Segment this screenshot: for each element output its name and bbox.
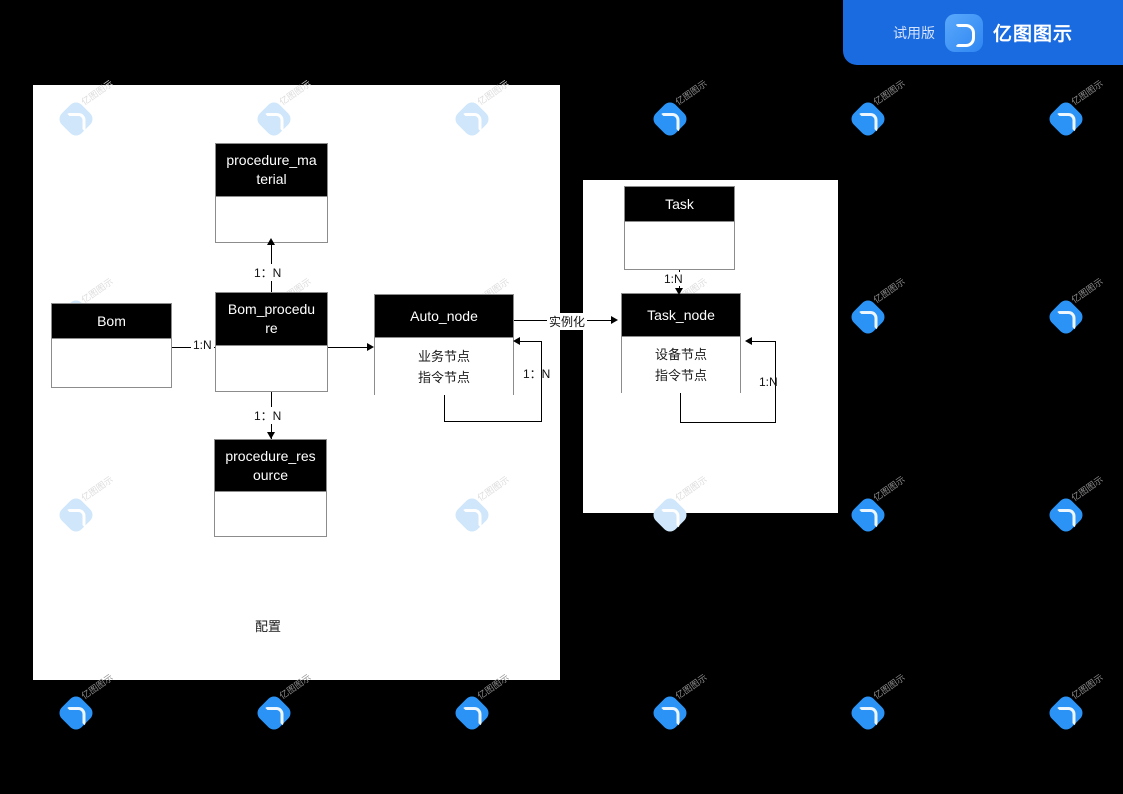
edraw-watermark-icon bbox=[1046, 297, 1086, 337]
entity-header: Auto_node bbox=[375, 295, 513, 337]
edge-bomprocedure-autonode bbox=[328, 347, 369, 348]
watermark-text: 亿图图示 bbox=[673, 78, 709, 108]
edge-label-1n-autonode-loop: 1：N bbox=[523, 367, 551, 381]
entity-body-line2: 指令节点 bbox=[654, 368, 707, 383]
watermark-text: 亿图图示 bbox=[673, 672, 709, 702]
watermark-text: 亿图图示 bbox=[1069, 474, 1105, 504]
trial-badge[interactable]: 试用版 亿图图示 bbox=[843, 0, 1123, 65]
entity-bom[interactable]: Bom bbox=[51, 303, 172, 388]
edraw-watermark-icon bbox=[56, 693, 96, 733]
edraw-watermark-icon bbox=[650, 99, 690, 139]
edraw-watermark-icon bbox=[1046, 99, 1086, 139]
tasknode-loop-top bbox=[752, 341, 776, 342]
entity-task-node[interactable]: Task_node 设备节点 指令节点 bbox=[621, 293, 741, 393]
arrowhead-right bbox=[367, 343, 374, 351]
edraw-watermark-icon bbox=[848, 99, 888, 139]
edge-label-1n-material: 1：N bbox=[252, 264, 284, 281]
edge-label-instantiate: 实例化 bbox=[547, 313, 588, 330]
entity-title: Task bbox=[665, 195, 694, 212]
watermark-text: 亿图图示 bbox=[1069, 78, 1105, 108]
entity-body bbox=[625, 221, 734, 269]
entity-header: Bom bbox=[52, 304, 171, 338]
arrowhead-down bbox=[267, 432, 275, 439]
entity-body: 业务节点 指令节点 bbox=[375, 337, 513, 395]
arrowhead-down bbox=[675, 288, 683, 295]
entity-auto-node[interactable]: Auto_node 业务节点 指令节点 bbox=[374, 294, 514, 395]
entity-body bbox=[215, 491, 326, 536]
autonode-loop-right-stem bbox=[541, 341, 542, 422]
edraw-watermark-icon bbox=[452, 693, 492, 733]
autonode-loop-top bbox=[520, 341, 542, 342]
entity-procedure-material[interactable]: procedure_ma terial bbox=[215, 143, 328, 243]
tasknode-loop-right-stem bbox=[775, 341, 776, 423]
watermark-text: 亿图图示 bbox=[871, 474, 907, 504]
entity-title-line1: Bom_procedu bbox=[227, 301, 316, 317]
entity-body-line1: 业务节点 bbox=[417, 348, 470, 364]
entity-body-line2: 指令节点 bbox=[417, 369, 470, 385]
entity-header: Task bbox=[625, 187, 734, 221]
trial-label: 试用版 bbox=[892, 24, 935, 41]
entity-body bbox=[216, 196, 327, 242]
entity-title-line2: terial bbox=[256, 171, 287, 187]
watermark-text: 亿图图示 bbox=[871, 78, 907, 108]
tasknode-loop-left-stem bbox=[680, 393, 681, 423]
entity-bom-procedure[interactable]: Bom_procedu re bbox=[215, 292, 328, 392]
entity-body bbox=[52, 338, 171, 387]
entity-body-line1: 设备节点 bbox=[654, 347, 707, 362]
entity-title-line1: procedure_ma bbox=[226, 152, 317, 168]
watermark-text: 亿图图示 bbox=[871, 672, 907, 702]
edraw-watermark-icon bbox=[254, 693, 294, 733]
watermark-text: 亿图图示 bbox=[1069, 276, 1105, 306]
autonode-loop-left-stem bbox=[444, 395, 445, 422]
entity-title-line2: re bbox=[265, 320, 278, 336]
edge-label-1n-bom: 1:N bbox=[191, 338, 214, 352]
watermark-text: 亿图图示 bbox=[871, 276, 907, 306]
watermark-text: 亿图图示 bbox=[1069, 672, 1105, 702]
edraw-watermark-icon bbox=[848, 495, 888, 535]
entity-header: procedure_ma terial bbox=[216, 144, 327, 196]
configuration-label: 配置 bbox=[255, 619, 282, 634]
entity-title-line2: ource bbox=[252, 466, 289, 483]
arrowhead-up bbox=[267, 238, 275, 245]
edraw-watermark-icon bbox=[1046, 495, 1086, 535]
edraw-watermark-icon bbox=[848, 693, 888, 733]
edge-label-1n-resource: 1：N bbox=[252, 407, 284, 424]
edraw-logo-icon bbox=[944, 13, 983, 52]
entity-task[interactable]: Task bbox=[624, 186, 735, 270]
tasknode-loop-bottom bbox=[680, 422, 776, 423]
edraw-watermark-icon bbox=[1046, 693, 1086, 733]
brand-label: 亿图图示 bbox=[992, 24, 1073, 45]
arrowhead-right bbox=[611, 316, 618, 324]
edge-label-1n-task: 1:N bbox=[662, 272, 685, 286]
entity-body bbox=[216, 345, 327, 391]
entity-title-line1: procedure_res bbox=[225, 447, 316, 464]
entity-title: Bom bbox=[97, 312, 126, 329]
arrowhead-left bbox=[745, 337, 752, 345]
entity-title: Auto_node bbox=[410, 307, 478, 324]
entity-header: Task_node bbox=[622, 294, 740, 336]
entity-title: Task_node bbox=[647, 306, 715, 323]
entity-header: Bom_procedu re bbox=[216, 293, 327, 345]
autonode-loop-bottom bbox=[444, 421, 542, 422]
entity-procedure-resource[interactable]: procedure_res ource bbox=[214, 439, 327, 537]
edraw-watermark-icon bbox=[848, 297, 888, 337]
edraw-watermark-icon bbox=[650, 693, 690, 733]
entity-header: procedure_res ource bbox=[215, 440, 326, 491]
entity-body: 设备节点 指令节点 bbox=[622, 336, 740, 393]
arrowhead-left bbox=[513, 337, 520, 345]
edge-label-1n-tasknode-loop: 1:N bbox=[759, 375, 778, 389]
